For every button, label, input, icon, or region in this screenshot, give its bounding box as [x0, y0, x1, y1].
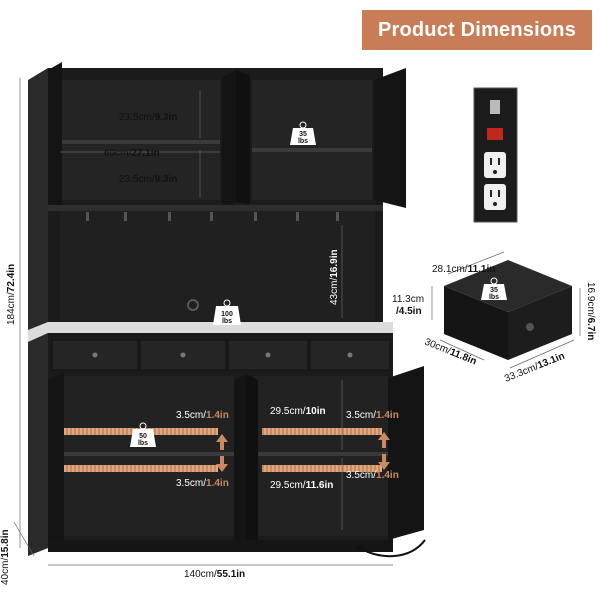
svg-text:lbs: lbs: [138, 440, 148, 447]
label-mid-shelf-height: 23.5cm/9.3in: [119, 174, 177, 185]
outlet-icon-2: [484, 184, 506, 210]
dimension-lines: [13, 78, 393, 566]
drawers: [51, 339, 391, 371]
hutch-open-area: [60, 208, 375, 320]
label-cab-upper: 29.5cm/10in: [270, 406, 326, 417]
label-cab-lower: 29.5cm/11.6in: [270, 480, 333, 491]
power-strip-inset: [473, 87, 518, 223]
label-inner-width: 69cm/27.1in: [104, 148, 160, 159]
label-right-adj-up: 3.5cm/1.4in: [346, 410, 399, 421]
drawer-knob-icon: [526, 323, 534, 331]
svg-text:100: 100: [221, 311, 233, 318]
hooks: [86, 212, 339, 221]
label-drawer-height-cm: 11.3cm: [392, 294, 424, 305]
upper-left-shelf: [60, 140, 220, 144]
upper-left-door-open: [48, 62, 62, 210]
svg-text:35: 35: [299, 131, 307, 138]
upper-mid-door-left: [222, 70, 236, 208]
upper-mid-door-right: [236, 70, 250, 204]
weight-icon-cabinet: 50 lbs: [130, 422, 156, 447]
usb-port-icon: [490, 100, 500, 114]
label-top-shelf-height: 23.5cm/9.3in: [119, 112, 177, 123]
label-drawer-width: 28.1cm/11.1in: [432, 264, 495, 275]
label-total-width: 140cm/55.1in: [184, 569, 245, 580]
power-switch-icon: [487, 128, 503, 140]
product-dimensions-banner: Product Dimensions: [362, 10, 592, 50]
lower-mid-door-right: [246, 374, 258, 545]
left-band-lower: [64, 465, 218, 472]
weight-icon-drawer: 35 lbs: [481, 277, 507, 301]
adjust-arrows: [216, 432, 390, 472]
right-band-lower: [262, 465, 382, 472]
weight-icon-countertop: 100 lbs: [213, 299, 241, 325]
right-band-upper: [262, 428, 382, 435]
label-hutch-gap: 43cm/16.9in: [329, 249, 340, 305]
label-left-adj-up: 3.5cm/1.4in: [176, 410, 229, 421]
label-total-height: 184cm/72.4in: [6, 264, 17, 325]
upper-right-shelf: [252, 148, 372, 152]
outlet-icon: [484, 152, 506, 178]
lower-left-shelf: [62, 452, 234, 456]
lower-right-shelf: [254, 452, 388, 456]
label-drawer-height-in: /4.5in: [396, 306, 422, 317]
svg-text:lbs: lbs: [298, 138, 308, 145]
svg-text:35: 35: [490, 287, 498, 294]
label-left-adj-down: 3.5cm/1.4in: [176, 478, 229, 489]
banner-title: Product Dimensions: [377, 18, 577, 41]
weight-icon-shelf: 35 lbs: [290, 121, 316, 145]
power-cord: [359, 539, 426, 558]
label-right-adj-down: 3.5cm/1.4in: [346, 470, 399, 481]
hook-rail: [48, 205, 383, 211]
label-depth: 40cm/15.8in: [0, 529, 11, 585]
lower-left-door: [48, 372, 64, 548]
lower-side-panel: [28, 333, 48, 556]
svg-text:lbs: lbs: [222, 318, 232, 325]
lower-right-door: [388, 366, 424, 540]
upper-right-door-open: [374, 68, 406, 208]
hutch-side-panel: [28, 68, 48, 340]
base-kickplate: [48, 540, 393, 552]
cable-hole: [187, 299, 199, 311]
label-drawer-outer-height: 16.9cm/6.7in: [585, 282, 596, 340]
drawer-inset: 35 lbs: [431, 251, 581, 369]
svg-text:50: 50: [139, 433, 147, 440]
svg-text:lbs: lbs: [489, 294, 499, 301]
lower-mid-door-left: [234, 374, 246, 545]
